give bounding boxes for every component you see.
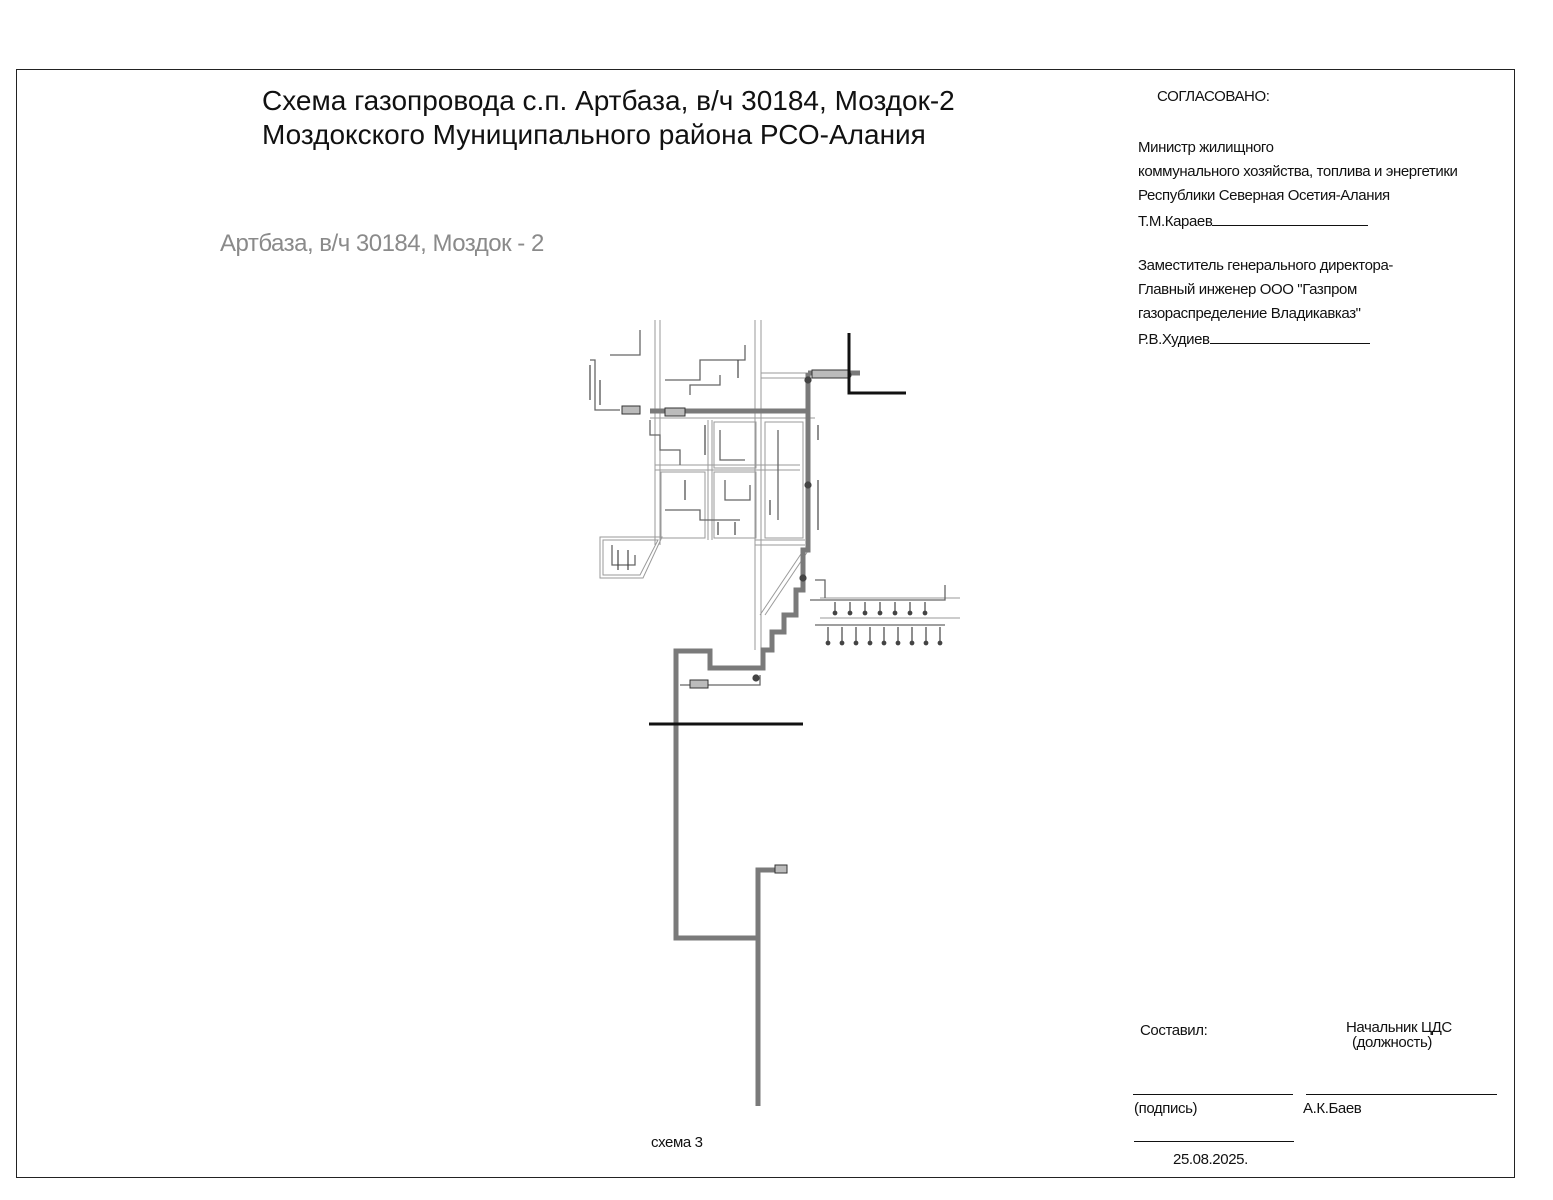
valve-node xyxy=(804,376,812,384)
service-node xyxy=(895,640,901,646)
date-line xyxy=(1134,1141,1294,1142)
drawing-title: Схема газопровода с.п. Артбаза, в/ч 3018… xyxy=(262,84,955,152)
approval-first-block: Министр жилищного коммунального хозяйств… xyxy=(1138,136,1458,234)
branch-line xyxy=(665,509,740,521)
regulator-block xyxy=(689,679,709,689)
service-node xyxy=(937,640,943,646)
approval-second-signature-line xyxy=(1209,329,1370,344)
service-node xyxy=(922,610,928,616)
regulator-block xyxy=(621,405,641,415)
approval-second-line-3: газораспределение Владикавказ" xyxy=(1138,305,1361,322)
block-outline xyxy=(660,471,706,539)
service-connections xyxy=(589,360,943,682)
approval-first-signature-row: Т.М.Караев xyxy=(1138,210,1458,234)
pipe-segment xyxy=(755,867,780,938)
valve-node xyxy=(752,674,760,682)
approval-second-name: Р.В.Худиев xyxy=(1138,331,1210,348)
service-node xyxy=(923,640,929,646)
compiled-position-line-1: Начальник ЦДС xyxy=(1346,1019,1452,1036)
service-node xyxy=(832,610,838,616)
branch-line xyxy=(689,375,721,395)
block-outline xyxy=(599,536,663,579)
service-node xyxy=(839,640,845,646)
block-outline xyxy=(713,421,757,469)
branch-line xyxy=(665,345,746,381)
valve-node xyxy=(799,574,807,582)
branch-line xyxy=(649,420,681,465)
signature-caption: (подпись) xyxy=(1134,1100,1198,1117)
schema-label: схема 3 xyxy=(651,1134,703,1151)
regulator-block xyxy=(811,369,849,379)
block-outline xyxy=(713,471,757,539)
title-line-2: Моздокского Муниципального района РСО-Ал… xyxy=(262,119,926,150)
service-node xyxy=(907,610,913,616)
block-outline xyxy=(764,421,804,539)
approval-first-signature-line xyxy=(1212,211,1369,226)
approval-first-line-3: Республики Северная Осетия-Алания xyxy=(1138,187,1390,204)
branch-line xyxy=(815,579,826,598)
branch-line xyxy=(719,430,745,461)
regulator-block xyxy=(774,864,788,874)
compiled-name: А.К.Баев xyxy=(1303,1100,1362,1117)
pipe-segment xyxy=(673,373,811,1106)
distribution-branches xyxy=(590,330,946,686)
service-node xyxy=(853,640,859,646)
boundary-lines xyxy=(649,333,906,726)
service-node xyxy=(825,640,831,646)
service-node xyxy=(909,640,915,646)
branch-line xyxy=(810,585,946,601)
branch-line xyxy=(611,545,636,566)
place-label: Артбаза, в/ч 30184, Моздок - 2 xyxy=(220,230,544,257)
signature-line xyxy=(1133,1094,1293,1095)
service-node xyxy=(877,610,883,616)
approval-second-signature-row: Р.В.Худиев xyxy=(1138,328,1393,352)
service-node xyxy=(862,610,868,616)
approval-first-line-2: коммунального хозяйства, топлива и энерг… xyxy=(1138,163,1458,180)
service-node xyxy=(847,610,853,616)
service-node xyxy=(867,640,873,646)
name-line xyxy=(1306,1094,1497,1095)
service-node xyxy=(892,610,898,616)
valve-node xyxy=(804,481,812,489)
approval-second-block: Заместитель генерального директора- Глав… xyxy=(1138,254,1393,352)
approval-first-line-1: Министр жилищного xyxy=(1138,139,1274,156)
title-line-1: Схема газопровода с.п. Артбаза, в/ч 3018… xyxy=(262,85,955,116)
equipment xyxy=(621,369,849,874)
compiled-position: Начальник ЦДС (должность) xyxy=(1346,1020,1452,1050)
approval-heading: СОГЛАСОВАНО: xyxy=(1157,88,1270,105)
branch-line xyxy=(590,359,620,411)
branch-line xyxy=(724,480,751,501)
approval-second-line-2: Главный инженер ООО "Газпром xyxy=(1138,281,1357,298)
drawing-frame xyxy=(16,69,1515,1178)
block-outline xyxy=(602,539,659,576)
compiled-date: 25.08.2025. xyxy=(1173,1151,1248,1168)
approval-second-line-1: Заместитель генерального директора- xyxy=(1138,257,1393,274)
boundary-line xyxy=(847,333,906,395)
street-line xyxy=(759,547,806,616)
regulator-block xyxy=(664,407,686,417)
approval-first-name: Т.М.Караев xyxy=(1138,213,1213,230)
street-lines xyxy=(599,320,960,650)
compiled-position-line-2: (должность) xyxy=(1352,1034,1432,1051)
branch-line xyxy=(610,330,641,356)
compiled-label: Составил: xyxy=(1140,1022,1208,1039)
service-node xyxy=(881,640,887,646)
